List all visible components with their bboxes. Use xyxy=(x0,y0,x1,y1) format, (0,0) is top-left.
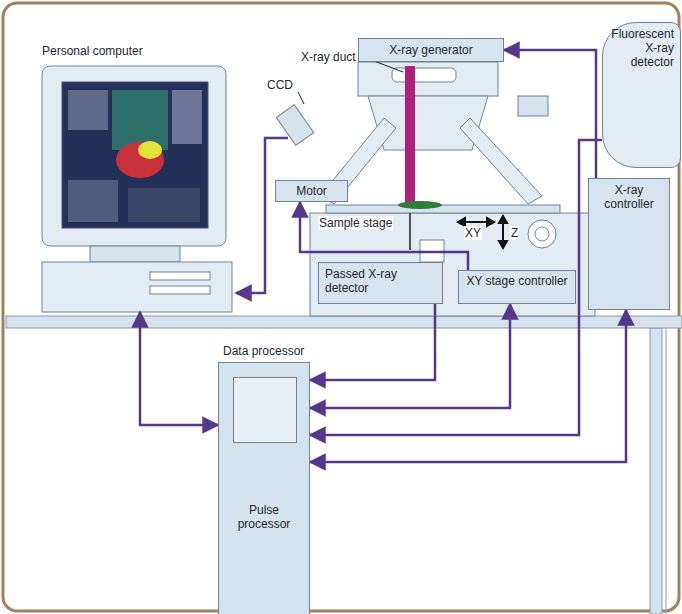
motor-box: Motor xyxy=(275,180,348,202)
computer-drawing xyxy=(42,66,232,312)
detector-box: Passed X-ray detector xyxy=(318,262,443,304)
generator-box: X-ray generator xyxy=(358,38,504,62)
node-heading: Data processor xyxy=(223,344,304,358)
node-label: Motor xyxy=(280,184,343,198)
signal-wire xyxy=(310,304,435,380)
x-ray-tube xyxy=(392,68,456,82)
controller-box: XY stage controller xyxy=(458,270,576,304)
node-label: Pulse processor xyxy=(227,503,301,531)
signal-wire xyxy=(310,304,510,408)
node-label: X-ray controller xyxy=(593,183,665,211)
table-leg xyxy=(650,328,662,614)
axis-label: Z xyxy=(510,226,519,240)
node-label: XY stage controller xyxy=(463,274,571,288)
signal-wire xyxy=(140,312,218,425)
part-label: X-ray duct xyxy=(300,50,357,64)
frame xyxy=(3,3,679,611)
detector-head xyxy=(518,96,548,116)
node-label: Fluorescent X-ray detector xyxy=(607,27,674,69)
stage-knob xyxy=(528,220,556,248)
instrument-base xyxy=(310,213,595,316)
sample-stage xyxy=(326,205,560,213)
part-label: Sample stage xyxy=(318,216,393,230)
table-top xyxy=(6,316,682,328)
node-label: Personal computer xyxy=(42,44,230,58)
signal-wire xyxy=(310,140,602,435)
computer-node: Personal computer xyxy=(38,44,234,312)
leader-line xyxy=(298,92,304,104)
stage-arrows xyxy=(458,216,507,248)
part-label: CCD xyxy=(266,78,294,92)
stage-knob-inner xyxy=(535,227,549,241)
generator-body xyxy=(358,62,498,96)
table-leg-edge xyxy=(666,328,667,614)
display-panel xyxy=(233,377,297,443)
signal-wire xyxy=(300,202,468,270)
detector-arm xyxy=(460,118,542,204)
node-label: X-ray generator xyxy=(363,43,499,57)
signal-wire xyxy=(310,310,626,462)
beam-path xyxy=(409,213,411,250)
sample xyxy=(398,201,442,209)
ccd-wire xyxy=(236,138,288,293)
x-ray-duct xyxy=(405,66,415,206)
processor-cabinet: Data processorPulse processor xyxy=(218,362,310,614)
node-label: Passed X-ray detector xyxy=(325,267,411,295)
signal-wire xyxy=(504,50,596,178)
controller-box: X-ray controller xyxy=(588,178,670,310)
detector-housing: Fluorescent X-ray detector xyxy=(602,22,681,168)
axis-label: XY xyxy=(464,226,482,240)
